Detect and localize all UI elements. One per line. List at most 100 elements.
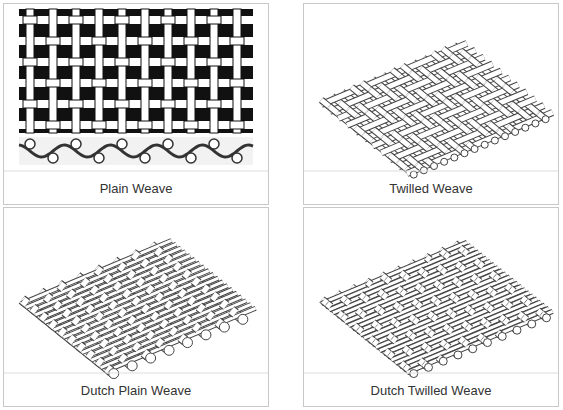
warp-wire-over	[427, 257, 431, 260]
warp-wire-over	[426, 98, 434, 104]
warp-wire-over	[157, 295, 161, 298]
warp-wire-over	[98, 361, 102, 364]
weft-wire	[101, 304, 251, 367]
warp-wire-over-edge	[321, 100, 329, 106]
wire-end	[441, 158, 448, 165]
warp-wire-over	[420, 288, 424, 291]
warp-wire-over	[452, 118, 460, 124]
warp-wire-over-edge	[393, 133, 401, 139]
warp-wire-over-edge	[405, 367, 409, 370]
warp-wire-over	[458, 74, 466, 80]
warp-wire-over-edge	[520, 111, 528, 117]
warp-wire-over	[507, 286, 511, 289]
warp-wire-over	[143, 261, 147, 264]
warp-wire-over	[522, 298, 526, 301]
warp-wire-over-edge	[443, 49, 451, 55]
warp-wire-over-edge	[420, 270, 424, 273]
warp-wire-over	[418, 91, 426, 97]
warp-wire-over	[380, 310, 384, 313]
warp-wire-over	[426, 329, 430, 332]
weft-over	[23, 100, 37, 108]
warp-wire-over-edge	[380, 310, 384, 313]
wire-end	[512, 128, 519, 135]
warp-wire-over-edge	[175, 265, 179, 268]
warp-wire-over-edge	[489, 307, 493, 310]
warp-wire-over	[32, 308, 36, 311]
warp-wire-over	[401, 273, 405, 276]
warp-wire-over-edge	[448, 329, 452, 332]
warp-wire-over	[504, 301, 508, 304]
weave-panel: Twilled Weave	[303, 3, 559, 205]
warp-wire-over	[433, 116, 441, 122]
warp-wire-over	[208, 314, 212, 317]
warp-wire-over	[358, 329, 362, 332]
warp-wire-over-edge	[399, 307, 403, 310]
warp-wire-over-edge	[361, 313, 365, 316]
warp-wire-over	[495, 276, 499, 279]
warp-wire-over	[134, 299, 138, 302]
warp-wire-over	[461, 267, 465, 270]
weft-over	[23, 58, 37, 66]
weft-over	[69, 100, 83, 108]
warp-wire-over-edge	[135, 345, 139, 348]
warp-wire-over	[511, 104, 519, 110]
wire-end	[439, 357, 447, 365]
warp-wire-over	[443, 49, 451, 55]
warp-wire-over-edge	[396, 323, 400, 326]
weft-wire-edge	[399, 305, 545, 366]
warp-wire-over-edge	[157, 250, 161, 253]
weft-over	[115, 58, 129, 66]
warp-wire-over	[485, 304, 489, 307]
warp-wire-over-edge	[433, 53, 441, 59]
warp-wire-over-edge	[432, 298, 436, 301]
warp-wire-over	[448, 310, 452, 313]
warp-wire-over-edge	[203, 288, 207, 291]
warp-wire-over	[460, 248, 464, 251]
weft-wire	[91, 297, 241, 360]
warp-wire-over-edge	[386, 279, 390, 282]
warp-wire-over	[477, 76, 485, 82]
warp-wire-over	[479, 128, 487, 134]
warp-wire-over	[390, 155, 398, 161]
warp-wire-over	[441, 251, 445, 254]
warp-wire-over	[501, 108, 509, 114]
warp-wire-over-edge	[208, 314, 212, 317]
warp-wire-over	[437, 93, 445, 99]
warp-wire-over-edge	[70, 338, 74, 341]
warp-wire-over-edge	[426, 98, 434, 104]
warp-wire-over-edge	[488, 289, 492, 292]
warp-wire-over	[340, 103, 348, 109]
warp-wire-over-edge	[340, 103, 348, 109]
warp-wire-over	[504, 86, 512, 92]
warp-wire-over-edge	[358, 329, 362, 332]
warp-wire-over	[116, 330, 120, 333]
warp-wire-over	[143, 307, 147, 310]
warp-wire-over-edge	[522, 298, 526, 301]
weft-wire-edge	[403, 308, 549, 369]
warp-wire	[322, 100, 414, 174]
warp-wire-over	[430, 75, 438, 81]
warp-wire-over	[433, 53, 441, 59]
warp-wire-over-edge	[97, 315, 101, 318]
weave-drawing	[4, 9, 268, 171]
weft-over	[230, 121, 244, 129]
warp-wire-over	[125, 292, 129, 295]
weft-over	[207, 58, 221, 66]
warp-wire-over-edge	[389, 354, 393, 357]
warp-wire-over	[348, 109, 356, 115]
warp-wire	[72, 9, 80, 133]
warp-wire-over	[88, 307, 92, 310]
warp-wire-over-edge	[389, 92, 397, 98]
warp-wire-over-edge	[330, 107, 338, 113]
warp-wire-over	[396, 110, 404, 116]
warp-wire-over	[448, 329, 452, 332]
weft-over	[207, 100, 221, 108]
warp-wire-over-edge	[440, 71, 448, 77]
warp-wire-over-edge	[402, 291, 406, 294]
warp-wire-over	[361, 313, 365, 316]
warp-wire-over-edge	[426, 329, 430, 332]
warp-wire-over-edge	[479, 128, 487, 134]
panel-divider	[304, 373, 558, 374]
warp-wire-over	[436, 301, 440, 304]
warp-wire-over	[439, 145, 447, 151]
